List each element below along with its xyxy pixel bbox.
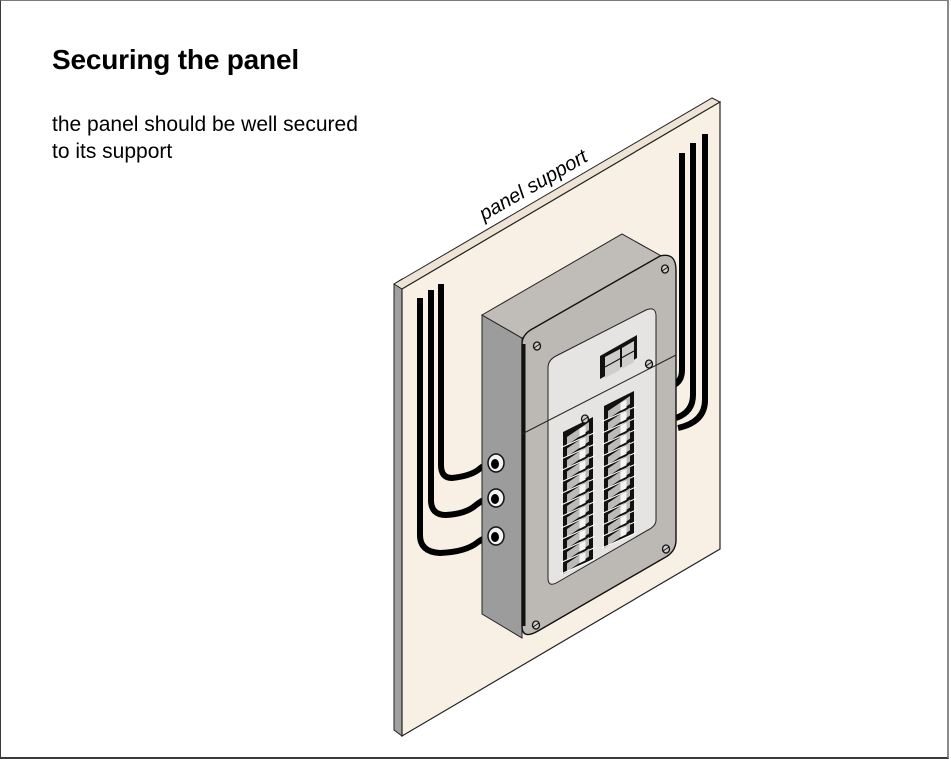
breaker (601, 442, 637, 468)
breaker (560, 548, 596, 575)
screw-icon (532, 341, 542, 351)
screw-icon (531, 620, 541, 630)
breaker (601, 488, 637, 514)
breaker (560, 491, 596, 517)
cable-connector (487, 488, 505, 508)
description-line-1: the panel should be well secured (52, 113, 358, 136)
breaker-column-2 (601, 391, 637, 549)
breaker (601, 453, 637, 480)
breaker (560, 422, 596, 448)
breaker (601, 465, 637, 491)
support-board-edge (393, 278, 403, 737)
screw-icon (661, 544, 671, 554)
breaker-columns (560, 391, 637, 575)
cable-connector (487, 526, 505, 546)
main-breaker (600, 335, 637, 379)
breaker (560, 525, 596, 552)
breaker (601, 511, 637, 537)
breaker (560, 537, 596, 563)
cover-screws (531, 264, 671, 630)
breaker (560, 456, 596, 483)
cable-connectors (487, 453, 505, 546)
breaker (601, 522, 637, 549)
breaker (601, 407, 637, 434)
breaker (560, 445, 596, 471)
diagram-title: Securing the panel (52, 44, 299, 75)
breaker (560, 514, 596, 540)
breaker (601, 419, 637, 445)
breaker (601, 430, 637, 457)
screw-icon (660, 264, 670, 274)
breaker (601, 476, 637, 503)
diagram-description: the panel should be well secured to its … (52, 111, 432, 165)
cable-connector (487, 453, 505, 473)
breaker (560, 433, 596, 460)
right-cable-2 (674, 143, 696, 421)
screw-icon (580, 414, 590, 424)
right-cable-3 (677, 134, 708, 431)
breaker (560, 479, 596, 506)
panel-box-side (481, 314, 523, 639)
breaker (560, 502, 596, 529)
breaker-column-1 (560, 417, 596, 575)
breaker (601, 499, 637, 526)
breaker (601, 396, 637, 422)
screw-icon (644, 359, 654, 369)
description-line-2: to its support (52, 140, 173, 163)
breaker (560, 468, 596, 494)
